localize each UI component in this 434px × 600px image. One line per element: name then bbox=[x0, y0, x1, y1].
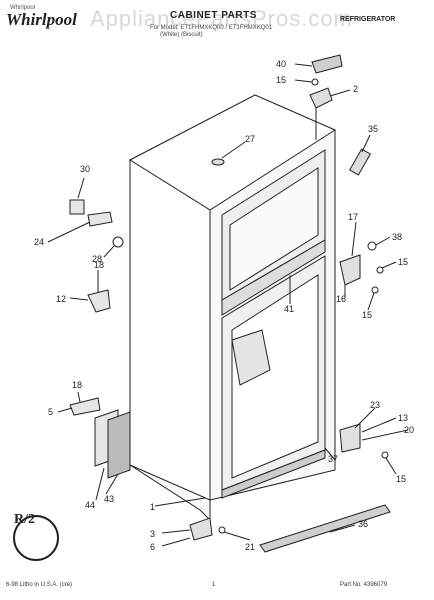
callout-30: 30 bbox=[80, 164, 90, 174]
callout-24: 24 bbox=[34, 237, 44, 247]
callout-3: 3 bbox=[150, 529, 155, 539]
top-plug bbox=[211, 158, 225, 166]
callout-36: 36 bbox=[358, 519, 368, 529]
screw-15b bbox=[376, 266, 384, 274]
callout-13: 13 bbox=[398, 413, 408, 423]
crisper-support bbox=[231, 329, 271, 386]
leveler bbox=[189, 517, 213, 541]
callout-2: 2 bbox=[353, 84, 358, 94]
page-title: CABINET PARTS bbox=[170, 10, 257, 21]
footer-page-number: 1 bbox=[212, 582, 216, 588]
callout-15c: 15 bbox=[362, 310, 372, 320]
hinge-cover bbox=[311, 54, 343, 74]
callout-27: 27 bbox=[245, 134, 255, 144]
callout-6: 6 bbox=[150, 542, 155, 552]
callout-15b: 15 bbox=[398, 257, 408, 267]
toe-grille bbox=[259, 504, 391, 553]
whirlpool-logo: Whirlpool bbox=[6, 10, 77, 29]
screw-15c bbox=[371, 286, 379, 294]
revision-badge: R/2 bbox=[14, 512, 35, 527]
callout-20: 20 bbox=[404, 425, 414, 435]
screw-21 bbox=[218, 526, 226, 534]
mullion bbox=[221, 239, 326, 316]
footer-litho: 6-98 Litho in U.S.A. (cre) bbox=[6, 582, 73, 588]
callout-44: 44 bbox=[85, 500, 95, 510]
screw-15d bbox=[381, 451, 389, 459]
callout-28: 28 bbox=[92, 254, 102, 264]
door-stop bbox=[348, 148, 372, 176]
callout-5: 5 bbox=[48, 407, 53, 417]
callout-23: 23 bbox=[370, 400, 380, 410]
center-hinge bbox=[339, 254, 361, 286]
callout-43: 43 bbox=[104, 494, 114, 504]
cabinet-side bbox=[129, 159, 211, 501]
insulation-43 bbox=[107, 411, 131, 479]
callout-16: 16 bbox=[336, 294, 346, 304]
watermark: AppliancePartsPros.com bbox=[90, 6, 353, 31]
callout-15d: 15 bbox=[396, 474, 406, 484]
latch-30 bbox=[69, 199, 85, 215]
callout-35: 35 bbox=[368, 124, 378, 134]
callout-21: 21 bbox=[245, 542, 255, 552]
callout-1: 1 bbox=[150, 502, 155, 512]
callout-18a: 18 bbox=[94, 260, 104, 270]
callout-15a: 15 bbox=[276, 75, 286, 85]
revision-badge-circle bbox=[13, 515, 59, 561]
callout-41: 41 bbox=[284, 304, 294, 314]
callout-40: 40 bbox=[276, 59, 286, 69]
logo-small: Whirlpool bbox=[10, 5, 36, 11]
latch-24 bbox=[87, 211, 113, 227]
footer-part-number: Part No. 4396079 bbox=[340, 582, 388, 588]
bracket-12 bbox=[87, 289, 111, 313]
bracket-5 bbox=[69, 397, 101, 416]
plug-28 bbox=[112, 236, 124, 248]
callout-17: 17 bbox=[348, 212, 358, 222]
hinge-screw bbox=[311, 78, 319, 86]
shim-38 bbox=[367, 241, 377, 251]
model-subtitle: For Model: ET1FHMXKQ00 / ET1FHMXKQ01 bbox=[150, 25, 273, 31]
appliance-type: REFRIGERATOR bbox=[340, 16, 396, 23]
callout-38: 38 bbox=[392, 232, 402, 242]
callout-18b: 18 bbox=[72, 380, 82, 390]
top-hinge bbox=[309, 87, 333, 109]
callout-12: 12 bbox=[56, 294, 66, 304]
lower-hinge bbox=[339, 423, 361, 453]
color-subtitle: (White) (Biscuit) bbox=[160, 32, 203, 38]
callout-37: 37 bbox=[328, 454, 338, 464]
